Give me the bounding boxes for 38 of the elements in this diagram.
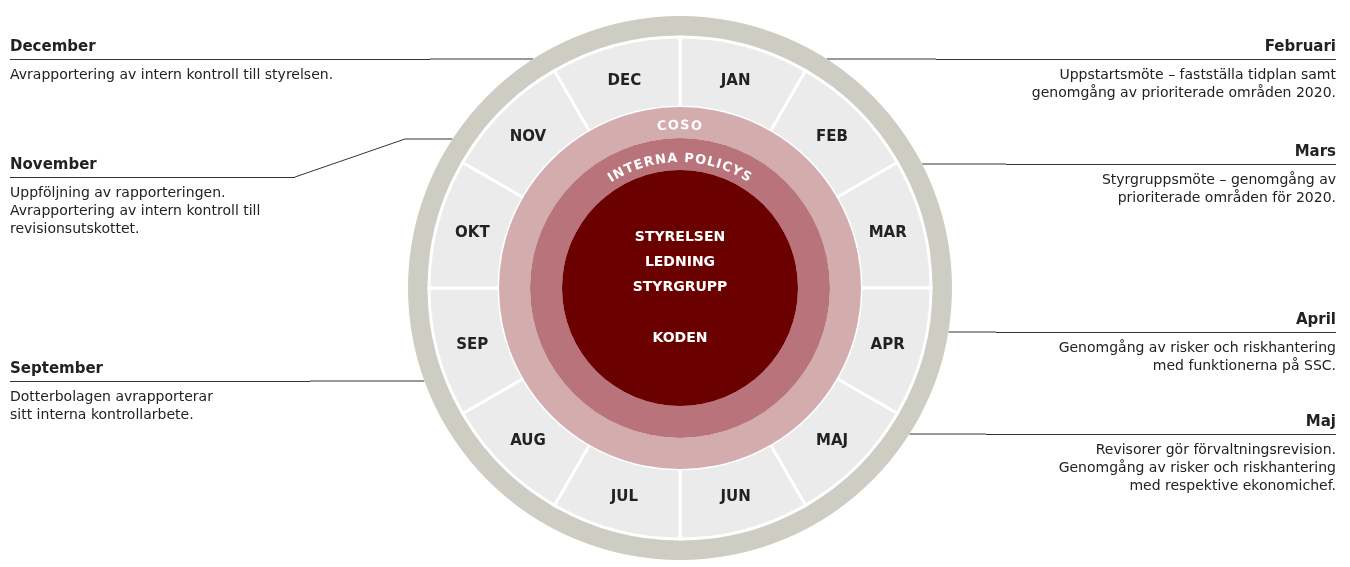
leader-line bbox=[921, 163, 1007, 165]
month-heading: September bbox=[10, 359, 103, 378]
leader-line bbox=[947, 331, 997, 333]
description-text: Revisorer gör förvaltningsrevision. Genomgång av risker och riskhantering med respektive ekonomichef. bbox=[1057, 440, 1336, 494]
month-heading: November bbox=[10, 155, 97, 174]
leader-line bbox=[309, 380, 425, 382]
month-heading: April bbox=[1295, 310, 1336, 329]
month-label: OKT bbox=[455, 223, 490, 242]
core-label: STYRGRUPP bbox=[632, 278, 728, 294]
month-label: DEC bbox=[607, 71, 642, 90]
month-heading: Mars bbox=[1294, 142, 1336, 161]
leader-line bbox=[294, 138, 453, 178]
month-label: APR bbox=[870, 334, 905, 353]
month-label: JUN bbox=[720, 486, 751, 505]
month-label: NOV bbox=[509, 126, 547, 145]
description-text: Avrapportering av intern kontroll till styrelsen. bbox=[10, 65, 335, 83]
month-heading: Maj bbox=[1305, 412, 1336, 431]
month-label: SEP bbox=[456, 334, 489, 353]
core-label: STYRELSEN bbox=[634, 228, 726, 244]
ring-label: COSO bbox=[656, 116, 704, 134]
core-label: KODEN bbox=[652, 329, 708, 345]
description-text: Styrgruppsmöte – genomgång av prioriterade områden för 2020. bbox=[1100, 170, 1336, 206]
description-text: Uppföljning av rapporteringen. Avrapportering av intern kontroll till revisionsutskottet. bbox=[10, 183, 262, 237]
month-heading: December bbox=[10, 37, 96, 56]
core-label: LEDNING bbox=[644, 253, 716, 269]
month-label: JUL bbox=[610, 486, 638, 505]
description-text: Genomgång av risker och riskhantering med funktionerna på SSC. bbox=[1057, 338, 1336, 374]
leader-line bbox=[826, 58, 937, 60]
month-label: MAR bbox=[868, 223, 907, 242]
month-label: JAN bbox=[720, 71, 751, 90]
month-label: AUG bbox=[510, 431, 546, 450]
leader-line bbox=[429, 58, 534, 60]
leader-line bbox=[909, 433, 987, 435]
month-label: FEB bbox=[816, 126, 848, 145]
month-label: MAJ bbox=[815, 431, 849, 450]
description-text: Uppstartsmöte – fastställa tidplan samt genomgång av prioriterade områden 2020. bbox=[1030, 65, 1336, 101]
description-text: Dotterbolagen avrapporterar sitt interna kontrollarbete. bbox=[10, 387, 214, 423]
month-heading: Februari bbox=[1264, 37, 1336, 56]
